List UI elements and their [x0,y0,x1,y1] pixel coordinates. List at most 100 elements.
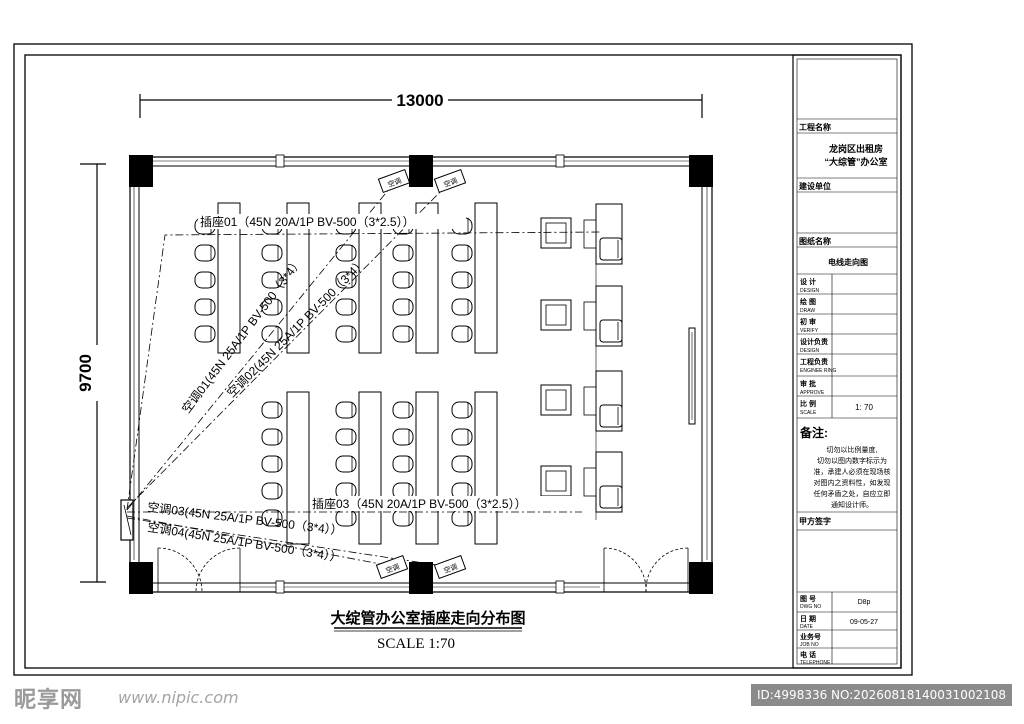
chair [335,482,357,500]
project-name-line2: “大综管”办公室 [824,156,887,167]
svg-text:DATE: DATE [800,624,814,630]
chair [392,298,414,316]
floor-plan: 13000 9700 [76,88,713,652]
desk [358,391,382,545]
inner-frame [24,54,902,669]
title-block-row: 初 审 VERIFY [800,317,819,334]
chair [194,298,216,316]
chair [335,455,357,473]
svg-text:TELEPHONE: TELEPHONE [800,660,831,666]
svg-text:电 话: 电 话 [800,650,816,659]
chair [451,325,473,343]
circuit-routes [126,181,601,568]
title-block: 工程名称 龙岗区出租房 “大综管”办公室 建设单位 图纸名称 电线走向图 设 计… [792,54,902,669]
ac-unit-top-left: 空调 [377,168,411,194]
svg-text:DRAW: DRAW [800,308,815,314]
ac-unit-bottom-right: 空调 [433,554,467,580]
chair [392,325,414,343]
notes-line: 对图内之资料性，如发现 [814,478,891,487]
chair [335,428,357,446]
notes-text: 切勿以比例量度,切勿以图内数字标示为准，承建人必须在现场核对图内之资料性，如发现… [814,445,891,509]
drawing-name: 电线走向图 [828,257,868,267]
chair [451,271,473,289]
chair [261,428,283,446]
structural-columns [129,155,713,594]
doors [157,547,689,593]
chair [451,509,473,527]
chair [335,325,357,343]
desk [415,202,439,354]
svg-text:09-05-27: 09-05-27 [850,619,878,626]
chair [261,401,283,419]
chair [392,244,414,262]
title-block-row: 绘 图 DRAW [800,297,816,314]
svg-text:设计负责: 设计负责 [800,337,828,346]
svg-text:ENGINEE RING: ENGINEE RING [800,368,837,374]
drawing-scale: SCALE 1:70 [377,636,455,652]
svg-text:JOB NO: JOB NO [800,642,819,648]
desk [286,202,310,354]
chair [451,428,473,446]
svg-text:D8p: D8p [858,599,871,606]
builder-label: 建设单位 [798,181,831,191]
office-desk-set [540,203,623,265]
chair [261,244,283,262]
svg-text:DWG NO: DWG NO [800,604,821,610]
desk [474,391,498,545]
project-name-line1: 龙岗区出租房 [828,143,883,154]
svg-text:图 号: 图 号 [800,594,816,603]
svg-text:APPROVE: APPROVE [800,390,825,396]
notes-line: 切勿以比例量度, [827,445,878,454]
notes-label: 备注: [799,425,828,440]
chair [261,509,283,527]
svg-text:工程负责: 工程负责 [800,357,828,366]
watermark-strip: 昵享网 www.nipic.com ID:4998336 NO:20260818… [0,680,1024,724]
office-desk-set [540,370,623,432]
project-name-label: 工程名称 [799,122,831,132]
chair [335,509,357,527]
chair [194,325,216,343]
notes-line: 切勿以图内数字标示为 [817,456,887,465]
svg-text:比 例: 比 例 [800,399,816,408]
chair [261,271,283,289]
title-block-row: 设计负责 DESIGN [800,337,828,354]
svg-text:日 期: 日 期 [800,614,816,623]
chair [261,298,283,316]
chair [261,482,283,500]
svg-text:DESIGN: DESIGN [800,348,820,354]
svg-text:初 审: 初 审 [800,317,816,326]
watermark-logo: 昵享网 [14,688,84,713]
watermark-url: www.nipic.com [118,688,239,707]
chair [335,298,357,316]
chair [392,428,414,446]
svg-text:SCALE: SCALE [800,410,817,416]
watermark-id: ID:4998336 NO:20260818140031002108 [750,684,1012,706]
chair [194,271,216,289]
svg-text:绘 图: 绘 图 [800,297,816,306]
svg-text:设 计: 设 计 [800,277,816,286]
chair [335,271,357,289]
chair [194,244,216,262]
desk [474,202,498,354]
desk [358,202,382,354]
ac-unit-bottom-left: 空调 [375,554,409,580]
dimension-height-label: 9700 [76,354,95,392]
svg-text:业务号: 业务号 [800,632,821,641]
svg-text:VERIFY: VERIFY [800,328,819,334]
ac-unit-top-right: 空调 [433,168,467,194]
chair [451,455,473,473]
socket03-label: 插座03（45N 20A/1P BV-500（3*2.5）） [312,496,527,511]
dimension-width-label: 13000 [396,91,443,110]
chair [451,244,473,262]
desk [415,391,439,545]
chair [261,455,283,473]
svg-text:1: 70: 1: 70 [855,403,873,412]
